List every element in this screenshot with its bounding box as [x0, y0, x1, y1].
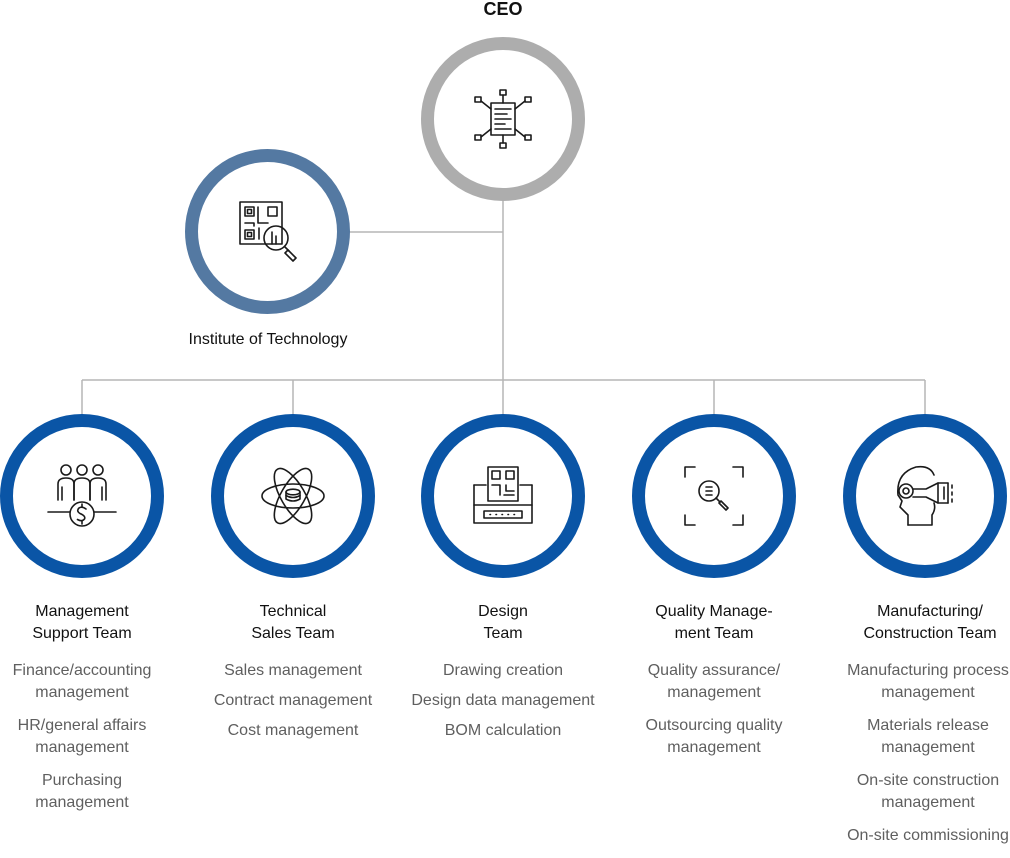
- team-duty-item: Quality assurance/ management: [612, 660, 816, 704]
- atom-icon: [261, 467, 325, 525]
- team-duty-item: Contract management: [213, 692, 373, 709]
- team-title-line: Support Team: [32, 625, 132, 642]
- team-duty-item: Manufacturing process management: [826, 660, 1010, 704]
- team-duty-item: Cost management: [227, 722, 359, 739]
- duty-line: management: [881, 794, 975, 811]
- team-title: Design Team: [401, 601, 605, 645]
- duty-line: management: [667, 684, 761, 701]
- design-workstation-icon: [473, 466, 533, 524]
- team-duty-item: Sales management: [224, 662, 362, 679]
- team-duty-item: HR/general affairs management: [0, 715, 184, 759]
- duty-line: On-site construction: [856, 772, 1000, 789]
- duty-line: management: [35, 739, 129, 756]
- team-title-line: Sales Team: [251, 625, 335, 642]
- team-title-line: Quality Manage-: [655, 603, 773, 620]
- team-title: Manufacturing/ Construction Team: [828, 601, 1010, 645]
- team-node-design: [421, 414, 585, 578]
- vr-headset-icon: [897, 465, 953, 526]
- team-title-line: Management: [35, 603, 129, 620]
- ceo-node: [421, 37, 585, 201]
- team-duty-item: On-site commissioning: [826, 825, 1010, 847]
- team-title-line: Team: [483, 625, 523, 642]
- team-duty-list: Drawing creation Design data management …: [401, 660, 605, 750]
- duty-line: Quality assurance/: [647, 662, 781, 679]
- duty-line: Outsourcing quality: [645, 717, 783, 734]
- duty-line: Materials release: [867, 717, 989, 734]
- team-node-management-support: [0, 414, 164, 578]
- institute-title: Institute of Technology: [188, 331, 348, 348]
- team-duty-item: On-site construction management: [826, 770, 1010, 814]
- team-duty-item: BOM calculation: [444, 722, 562, 739]
- team-duty-item: Drawing creation: [442, 662, 564, 679]
- team-node-manufacturing-construction: [843, 414, 1007, 578]
- duty-line: Finance/accounting: [12, 662, 152, 679]
- team-duty-list: Finance/accounting management HR/general…: [0, 660, 184, 825]
- team-title: Management Support Team: [0, 601, 184, 645]
- duty-line: management: [881, 739, 975, 756]
- team-duty-item: Outsourcing quality management: [612, 715, 816, 759]
- team-duty-item: Purchasing management: [0, 770, 184, 814]
- duty-line: management: [35, 684, 129, 701]
- duty-line: Purchasing: [41, 772, 123, 789]
- duty-line: HR/general affairs: [17, 717, 147, 734]
- team-title: Technical Sales Team: [191, 601, 395, 645]
- team-node-quality-management: [632, 414, 796, 578]
- team-duty-item: Finance/accounting management: [0, 660, 184, 704]
- team-duty-item: Design data management: [411, 692, 595, 709]
- quality-inspection-icon: [684, 466, 744, 526]
- blueprint-search-icon: [238, 200, 297, 262]
- team-title: Quality Manage- ment Team: [612, 601, 816, 645]
- team-duty-item: Materials release management: [826, 715, 1010, 759]
- team-title-line: Manufacturing/: [877, 603, 983, 620]
- duty-line: management: [35, 794, 129, 811]
- team-node-technical-sales: [211, 414, 375, 578]
- team-title-line: Construction Team: [863, 625, 997, 642]
- team-title-line: Design: [478, 603, 528, 620]
- duty-line: Manufacturing process: [847, 662, 1009, 679]
- institute-node: [185, 149, 350, 314]
- server-network-icon: [474, 89, 532, 149]
- team-title-line: Technical: [259, 603, 327, 620]
- team-duty-list: Manufacturing process management Materia…: [826, 660, 1010, 858]
- team-title-line: ment Team: [674, 625, 754, 642]
- people-dollar-icon: [47, 464, 117, 527]
- team-duty-list: Sales management Contract management Cos…: [191, 660, 395, 750]
- duty-line: On-site commissioning: [847, 827, 1009, 844]
- duty-line: management: [667, 739, 761, 756]
- team-duty-list: Quality assurance/ management Outsourcin…: [612, 660, 816, 770]
- ceo-title: CEO: [483, 0, 523, 19]
- duty-line: management: [881, 684, 975, 701]
